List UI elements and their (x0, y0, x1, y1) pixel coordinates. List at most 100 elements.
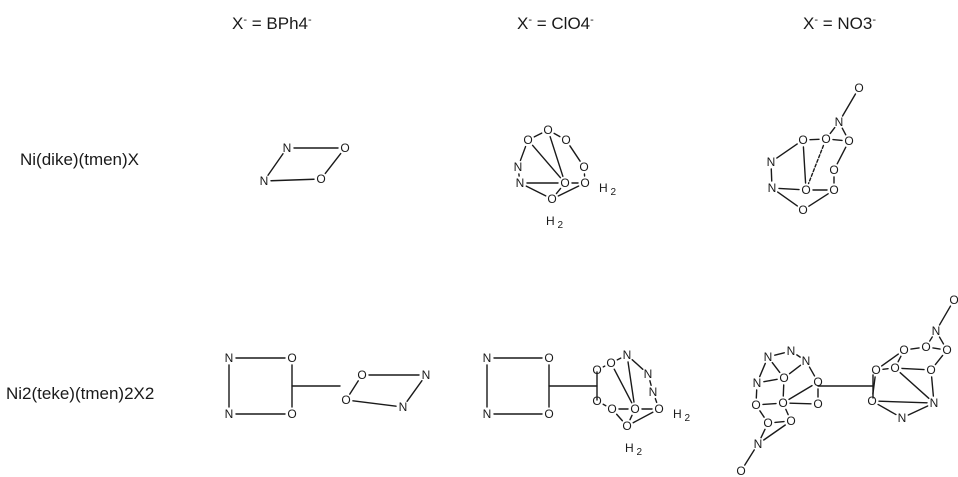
mono-clo4-atom-o-0: O (543, 123, 552, 137)
mono-clo4-bond-3 (531, 144, 562, 179)
dimer-no3-right-bond-4 (932, 347, 941, 350)
dimer-no3-right-atom-o-8: O (867, 394, 876, 408)
mono-no3-bond-5 (776, 143, 798, 159)
mono-no3-atom-o-9: O (829, 183, 838, 197)
dimer-no3-left-bond-18 (744, 449, 755, 466)
dimer-no3-right-bond-10 (872, 376, 876, 395)
dimer-no3-right-bond-11 (899, 371, 930, 400)
mono-clo4-bond-0 (533, 132, 543, 138)
mono-no3-atom-o-2: O (798, 133, 807, 147)
dimer-no3-left-atom-o-7: O (778, 396, 787, 410)
dimer-no3-right-atom-o-6: O (890, 361, 899, 375)
mono-bph4-atom-n-2: N (260, 174, 269, 188)
dimer-no3-left-bond-11 (762, 402, 777, 406)
dimer-bph4-right-bond-2 (349, 380, 359, 395)
mono-no3-bond-7 (836, 146, 847, 165)
mono-clo4-atom-o-7: O (580, 176, 589, 190)
mono-no3-bond-1 (829, 126, 836, 135)
mono-bph4-bond-3 (324, 152, 342, 175)
dimer-no3-right-atom-o-3: O (921, 340, 930, 354)
mono-clo4-bond-5 (549, 135, 564, 178)
dimer-no3-right-atom-o-2: O (899, 343, 908, 357)
dimer-no3-right-bond-6 (897, 355, 902, 363)
dimer-no3-left-bond-14 (785, 408, 789, 416)
mono-bph4-atom-o-3: O (316, 172, 325, 186)
dimer-no3-right-atom-n-1: N (932, 324, 941, 338)
dimer-no3-right-bond-0 (938, 305, 952, 326)
dimer-no3-left-bond-5 (808, 366, 816, 377)
dimer-no3-right-atom-o-4: O (942, 343, 951, 357)
mono-no3-atom-o-6: O (829, 163, 838, 177)
dimer-bph4-left-atom-o-3: O (287, 407, 296, 421)
mono-bph4-atom-n-0: N (283, 141, 292, 155)
dimer-no3-left-atom-n-3: N (753, 376, 762, 390)
dimer-no3-left-bond-4 (788, 364, 802, 375)
dimer-bph4-left-atom-n-0: N (225, 351, 234, 365)
dimer-clo4-right-atom-o-3: O (592, 363, 601, 377)
dimer-clo4-right-atom-o-9: O (622, 419, 631, 433)
mono-clo4-atom-o-4: O (579, 160, 588, 174)
mono-no3-atom-o-8: O (801, 183, 810, 197)
dimer-no3-right-atom-o-7: O (926, 363, 935, 377)
dimer-no3-left-atom-o-4: O (779, 371, 788, 385)
mono-clo4-atom-n-5: N (516, 176, 525, 190)
mono-no3-bond-12 (777, 191, 798, 207)
dimer-clo4-right-bond-1 (631, 358, 644, 371)
dimer-clo4-right-atom-o-6: O (607, 402, 616, 416)
column-header-bph4: X- = BPh4- (232, 14, 312, 33)
dimer-clo4-h2-right: H 2 (673, 407, 690, 424)
mono-no3-atom-o-4: O (844, 134, 853, 148)
dimer-clo4-left-atom-n-2: N (483, 407, 492, 421)
dimer-bph4-right-atom-n-3: N (399, 400, 408, 414)
dimer-clo4-right-bond-3 (613, 368, 633, 404)
dimer-no3-left-atom-n-0: N (764, 350, 773, 364)
dimer-bph4-right-bond-3 (406, 379, 423, 403)
column-header-no3: X- = NO3- (803, 14, 877, 33)
column-header-clo4: X- = ClO4- (517, 14, 594, 33)
mono-no3-bond-6 (802, 146, 807, 184)
dimer-no3-left-atom-o-6: O (751, 398, 760, 412)
mono-no3-atom-o-10: O (798, 203, 807, 217)
dimer-no3-left-bond-0 (774, 352, 785, 356)
dimer-bph4-right-atom-o-2: O (341, 393, 350, 407)
dimer-clo4-right-atom-o-8: O (654, 402, 663, 416)
mono-no3-bond-0 (841, 93, 857, 117)
dimer-clo4-right-bond-10 (615, 413, 624, 422)
dimer-bph4-right-atom-o-0: O (357, 368, 366, 382)
dimer-clo4-right-bond-12 (629, 414, 633, 421)
mono-clo4-bond-11 (555, 187, 562, 195)
dimer-no3-left-bond-16 (760, 428, 766, 439)
dimer-no3-left-bond-1 (796, 354, 801, 358)
dimer-no3-left-bond-6 (763, 378, 778, 383)
dimer-bph4-left-atom-n-2: N (225, 407, 234, 421)
dimer-no3-left-bond-15 (774, 420, 785, 424)
dimer-no3-left-bond-17 (763, 424, 786, 441)
dimer-no3-right-bond-12 (930, 376, 935, 397)
mono-clo4-atom-o-8: O (547, 192, 556, 206)
dimer-no3-right-bond-9 (901, 367, 925, 371)
mono-no3-bond-4 (832, 138, 843, 142)
dimer-bph4-right-bond-1 (352, 400, 397, 407)
dimer-bph4-right-atom-n-1: N (422, 368, 431, 382)
dimer-no3-right-bond-13 (877, 403, 897, 416)
dimer-no3-left-atom-n-2: N (802, 354, 811, 368)
dimer-no3-left-atom-n-11: N (754, 437, 763, 451)
mono-bph4-bond-1 (270, 178, 315, 182)
dimer-clo4-h2-bottom: H 2 (625, 441, 642, 458)
dimer-clo4-right-bond-11 (632, 411, 654, 424)
mono-no3-bond-14 (807, 144, 825, 185)
dimer-no3-left-bond-13 (759, 410, 765, 418)
mono-clo4-atom-o-2: O (561, 133, 570, 147)
mono-no3-atom-n-7: N (768, 181, 777, 195)
mono-no3-atom-o-3: O (821, 132, 830, 146)
dimer-no3-right-bond-2 (938, 336, 945, 345)
dimer-no3-right-atom-n-10: N (930, 396, 939, 410)
mono-clo4-bond-2 (519, 145, 527, 162)
dimer-clo4-right-bond-6 (602, 403, 607, 407)
dimer-clo4-right-atom-n-0: N (623, 348, 632, 362)
dimer-clo4-right-atom-o-4: O (592, 394, 601, 408)
dimer-no3-right-atom-n-9: N (898, 411, 907, 425)
dimer-no3-right-bond-7 (934, 354, 944, 366)
dimer-clo4-right-bond-4 (649, 380, 652, 386)
